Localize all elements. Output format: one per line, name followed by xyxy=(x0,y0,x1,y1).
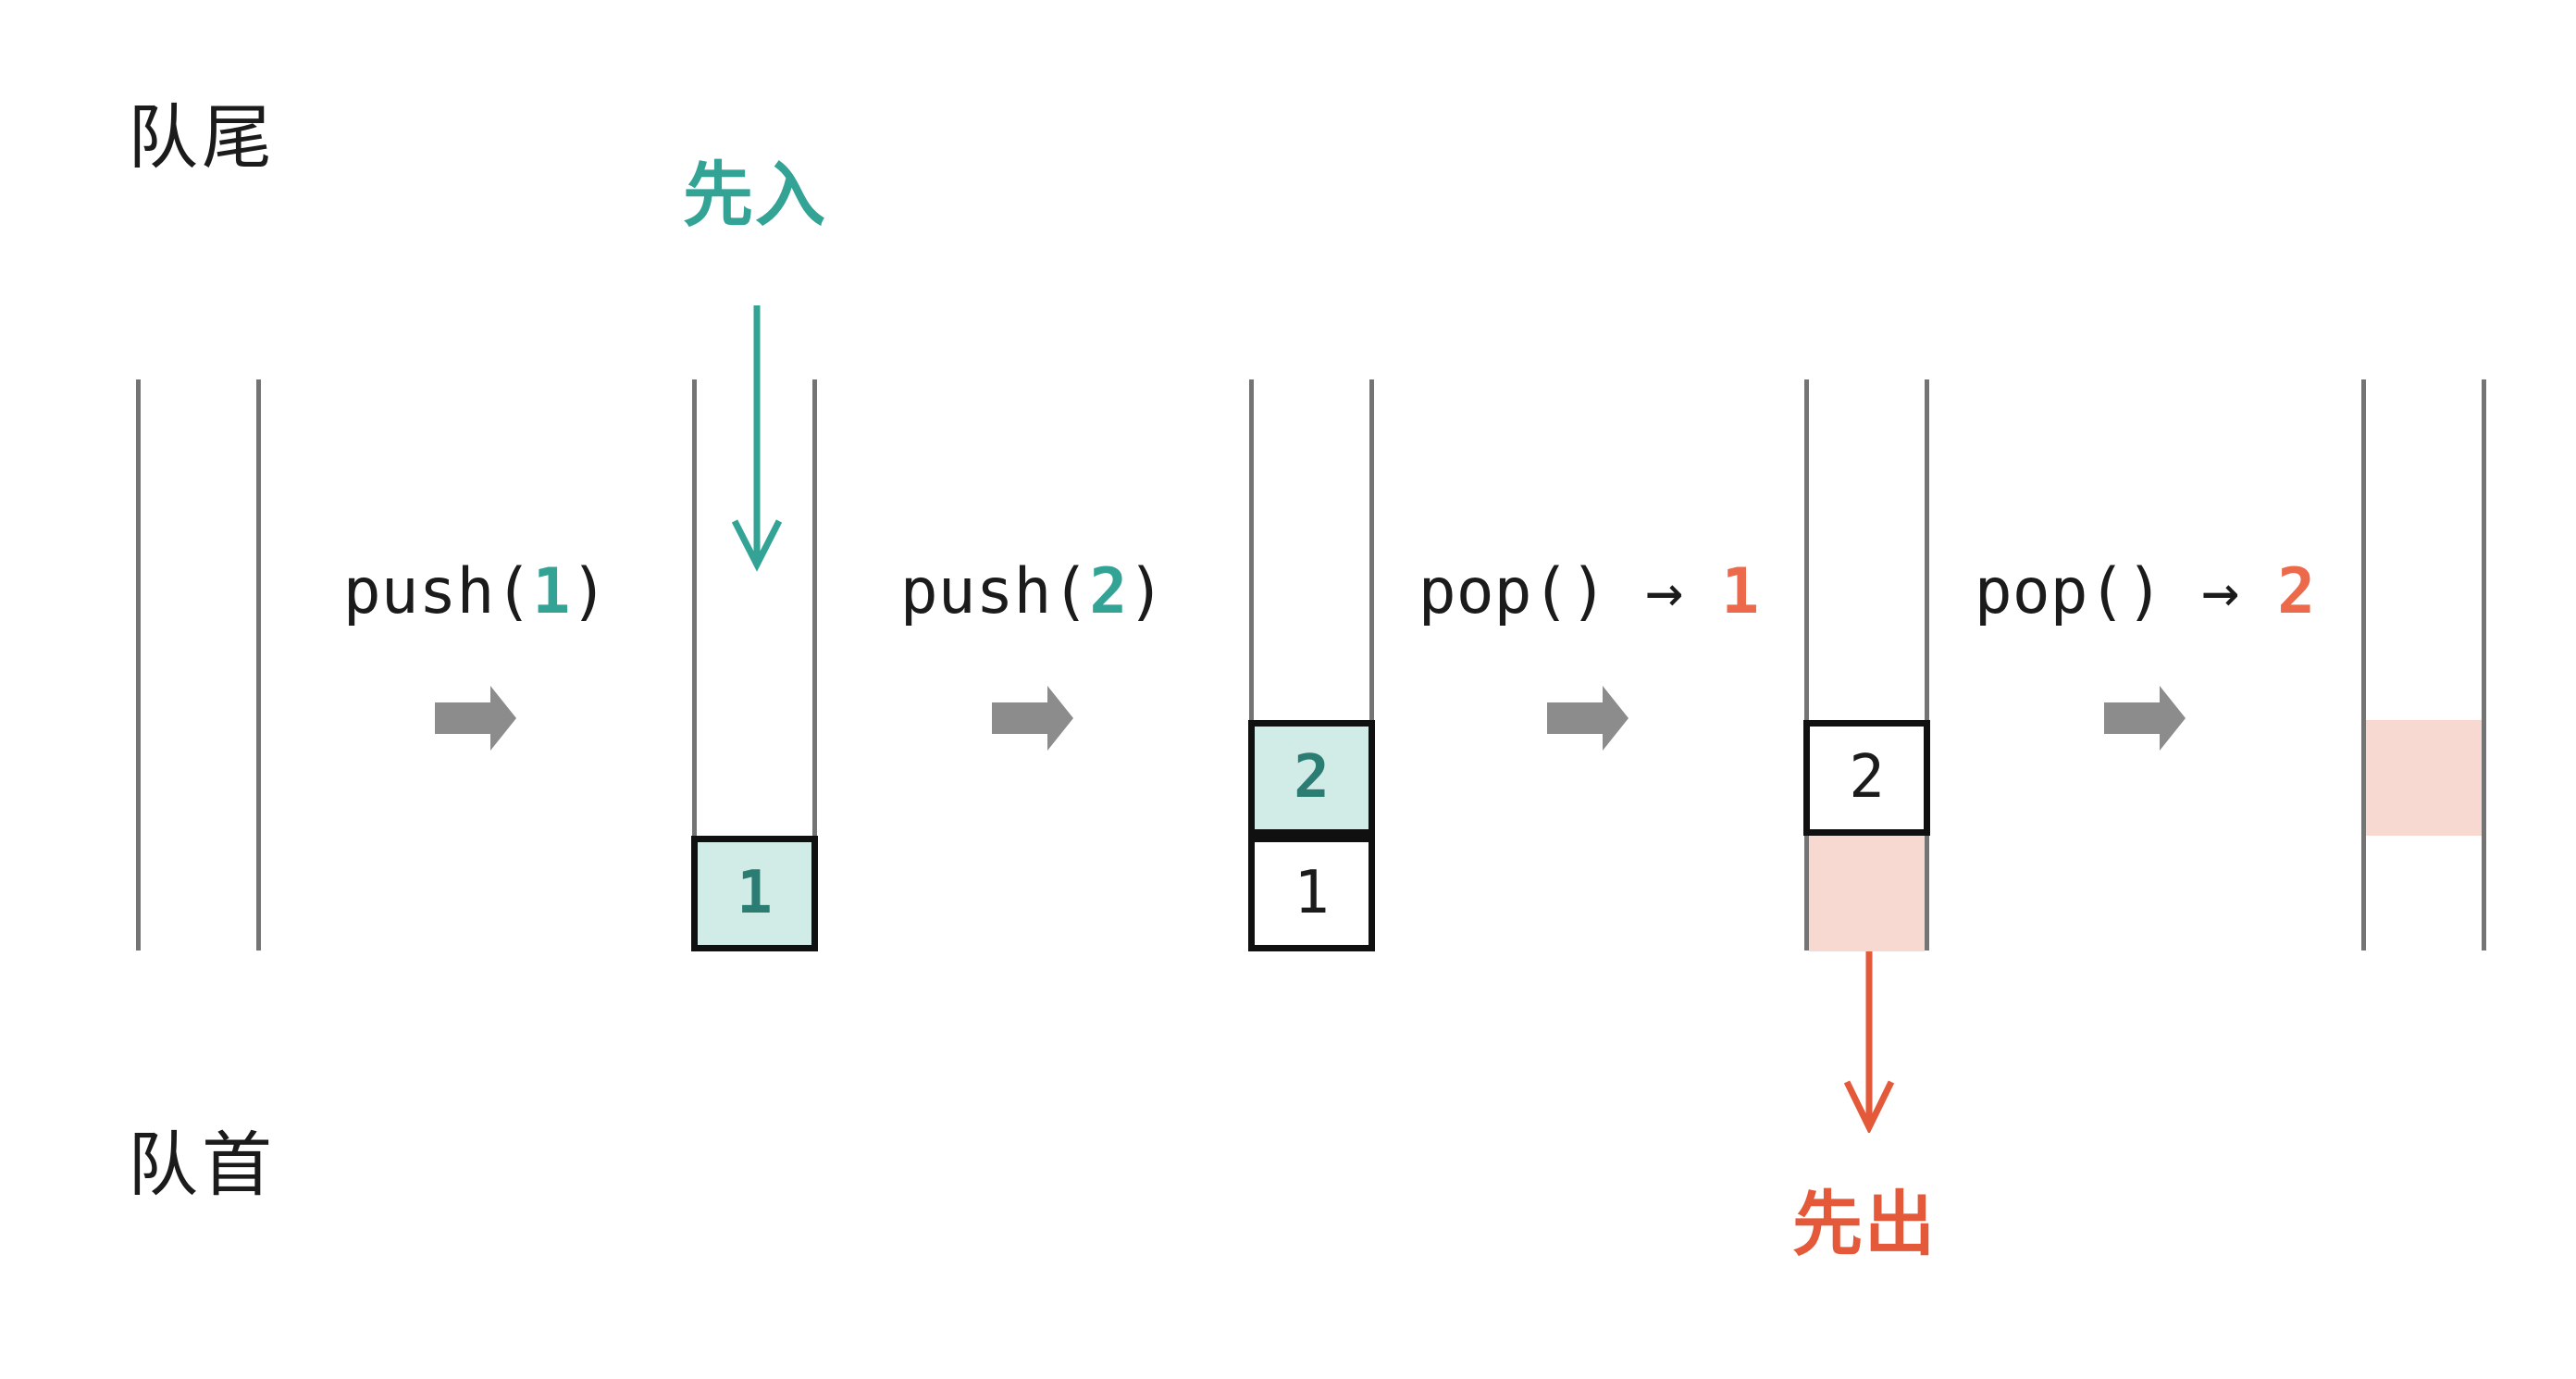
op-push-2-prefix: push( xyxy=(899,555,1090,628)
container-wall-left xyxy=(1249,379,1254,950)
op-pop-1: pop() → 1 xyxy=(1357,552,1820,633)
queue-cell-value-2: 2 xyxy=(1803,720,1930,836)
step-arrow-icon xyxy=(2104,686,2186,751)
op-push-2: push(2) xyxy=(801,552,1264,633)
queue-container-1 xyxy=(135,379,262,951)
op-push-1-prefix: push( xyxy=(342,555,533,628)
queue-cell-value-1: 1 xyxy=(691,836,818,951)
queue-container-3: 2 1 xyxy=(1248,379,1375,951)
container-wall-right xyxy=(1925,379,1929,950)
queue-cell-value-1: 1 xyxy=(1248,836,1375,951)
step-arrow-icon xyxy=(435,686,516,751)
first-in-label: 先入 xyxy=(683,156,827,235)
queue-front-label: 队首 xyxy=(128,1126,276,1205)
queue-cell-removed-ghost xyxy=(2366,720,2482,836)
op-push-1-suffix: ) xyxy=(570,555,609,628)
op-push-2-arg: 2 xyxy=(1089,555,1128,628)
op-pop-2-return-arrow: → xyxy=(2163,555,2278,628)
op-push-1-arg: 1 xyxy=(532,555,571,628)
queue-container-4: 2 xyxy=(1803,379,1930,951)
first-in-down-arrow-icon xyxy=(731,305,783,572)
op-pop-1-prefix: pop() xyxy=(1418,555,1608,628)
op-pop-2-result: 2 xyxy=(2277,555,2316,628)
container-wall-left xyxy=(136,379,141,950)
queue-tail-label: 队尾 xyxy=(128,99,276,178)
step-arrow-icon xyxy=(1547,686,1629,751)
container-wall-right xyxy=(256,379,261,950)
queue-container-2: 1 xyxy=(691,379,818,951)
container-wall-left xyxy=(692,379,697,950)
queue-container-5 xyxy=(2360,379,2487,951)
op-push-1: push(1) xyxy=(244,552,707,633)
first-out-label: 先出 xyxy=(1792,1186,1937,1264)
queue-cell-value-2: 2 xyxy=(1248,720,1375,836)
container-wall-right xyxy=(2482,379,2486,950)
op-pop-1-return-arrow: → xyxy=(1607,555,1722,628)
op-push-2-suffix: ) xyxy=(1127,555,1166,628)
op-pop-2: pop() → 2 xyxy=(1913,552,2376,633)
op-pop-2-prefix: pop() xyxy=(1974,555,2164,628)
container-wall-left xyxy=(1804,379,1809,950)
container-wall-right xyxy=(812,379,817,950)
step-arrow-icon xyxy=(992,686,1073,751)
queue-cell-removed-ghost xyxy=(1809,836,1925,951)
container-wall-right xyxy=(1369,379,1374,950)
op-pop-1-result: 1 xyxy=(1721,555,1760,628)
container-wall-left xyxy=(2361,379,2366,950)
